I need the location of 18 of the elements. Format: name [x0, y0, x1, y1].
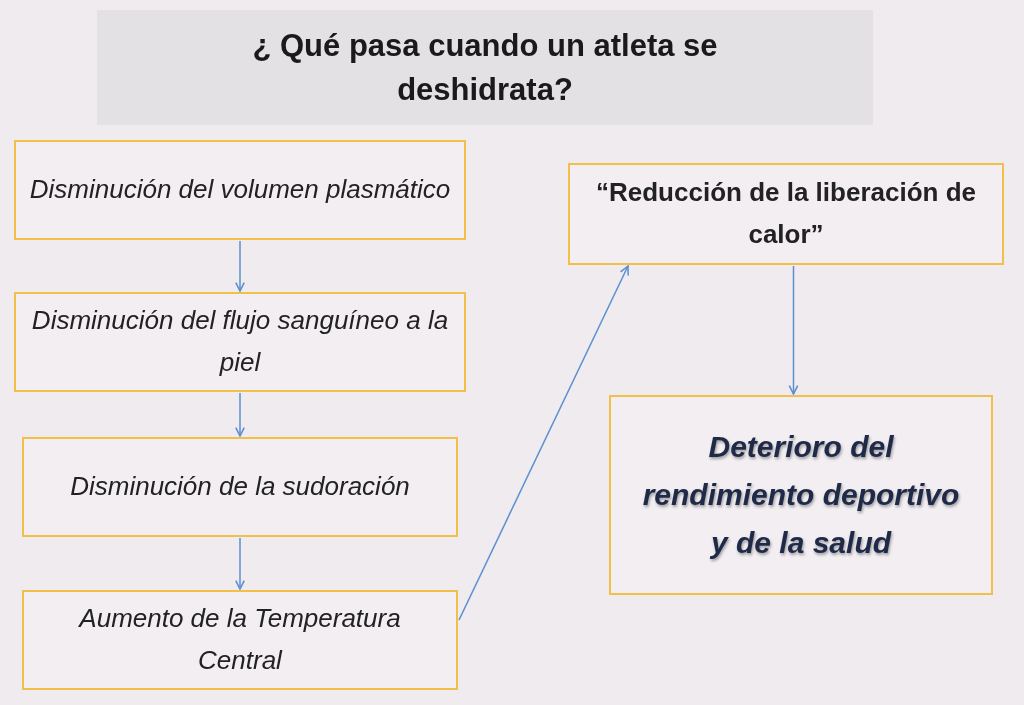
- box-text: Disminución de la sudoración: [69, 470, 411, 504]
- process-box: [609, 395, 993, 595]
- process-box: [568, 163, 1004, 265]
- box-text: Aumento de la Temperatura Central: [77, 602, 402, 677]
- arrow: [235, 392, 245, 437]
- process-box: [14, 292, 466, 392]
- box-text: Deterioro del rendimiento deportivo y de la salud: [641, 429, 961, 561]
- arrow: [235, 537, 245, 590]
- arrow: [788, 265, 799, 395]
- title: ¿ Qué pasa cuando un atleta se deshidrata?: [251, 26, 719, 109]
- box-text: “Reducción de la liberación de calor”: [595, 176, 977, 251]
- arrow: [235, 240, 245, 292]
- process-box: [22, 437, 458, 537]
- box-text: Disminución del flujo sanguíneo a la piel: [30, 304, 450, 379]
- process-box: [14, 140, 466, 240]
- box-text: Disminución del volumen plasmático: [28, 173, 452, 207]
- arrow: [458, 265, 629, 621]
- process-box: [22, 590, 458, 690]
